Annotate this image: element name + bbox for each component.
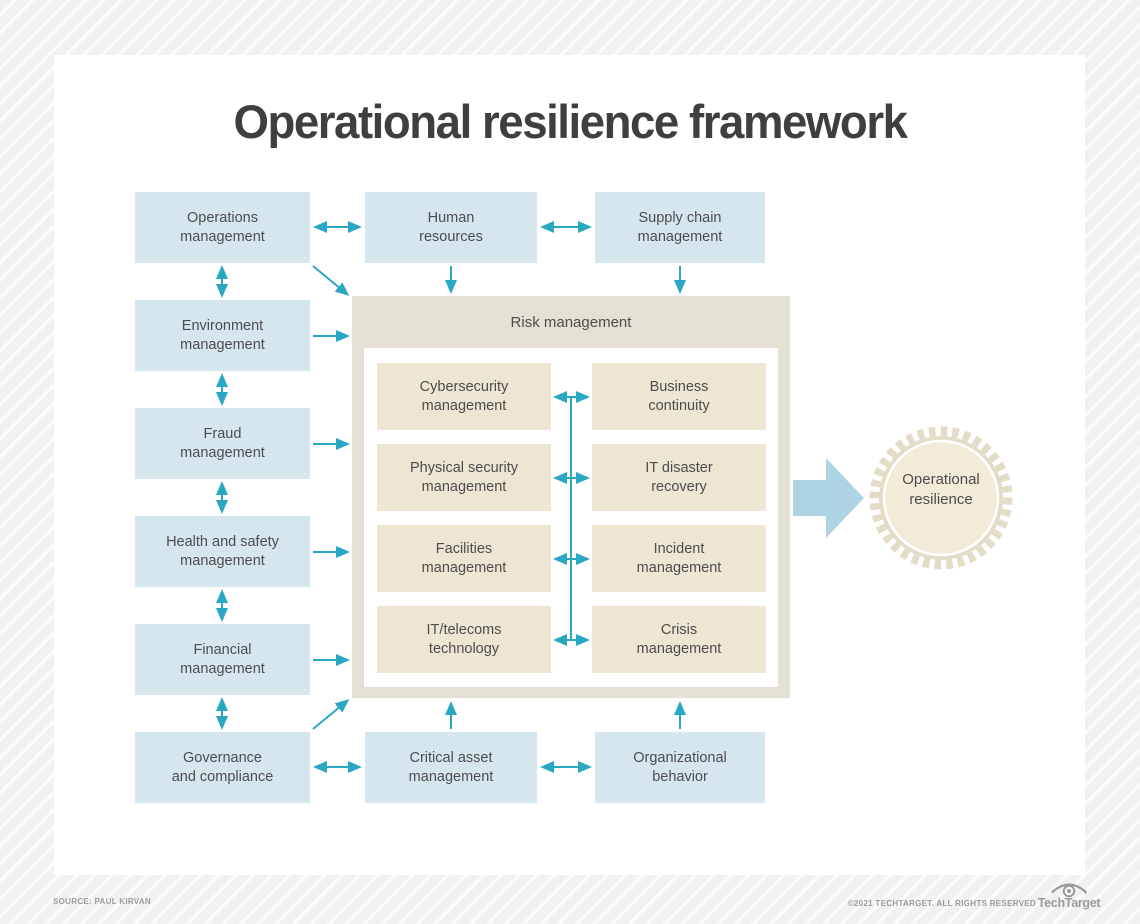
box-business-continuity: Business continuity bbox=[592, 363, 766, 430]
techtarget-eye-icon bbox=[1051, 883, 1087, 898]
box-organizational-behavior: Organizational behavior bbox=[595, 732, 765, 803]
box-operations-management: Operations management bbox=[135, 192, 310, 263]
page-title: Operational resilience framework bbox=[233, 95, 907, 148]
box-it-telecoms-technology: IT/telecoms technology bbox=[377, 606, 551, 673]
operational-resilience-label: Operational resilience bbox=[902, 471, 980, 508]
box-fraud-management: Fraud management bbox=[135, 408, 310, 479]
copyright-text: ©2021 TECHTARGET. ALL RIGHTS RESERVED bbox=[847, 899, 1036, 908]
box-human-resources: Human resources bbox=[365, 192, 537, 263]
box-incident-management: Incident management bbox=[592, 525, 766, 592]
techtarget-logo-text: TechTarget bbox=[1037, 896, 1101, 910]
box-health-safety-management: Health and safety management bbox=[135, 516, 310, 587]
box-crisis-management: Crisis management bbox=[592, 606, 766, 673]
box-cybersecurity-management: Cybersecurity management bbox=[377, 363, 551, 430]
box-it-disaster-recovery: IT disaster recovery bbox=[592, 444, 766, 511]
box-governance-compliance: Governance and compliance bbox=[135, 732, 310, 803]
techtarget-logo: TechTarget bbox=[1038, 881, 1101, 910]
box-facilities-management: Facilities management bbox=[377, 525, 551, 592]
box-supply-chain-management: Supply chain management bbox=[595, 192, 765, 263]
source-credit: SOURCE: PAUL KIRVAN bbox=[53, 897, 152, 906]
box-physical-security-management: Physical security management bbox=[377, 444, 551, 511]
box-environment-management: Environment management bbox=[135, 300, 310, 371]
box-financial-management: Financial management bbox=[135, 624, 310, 695]
box-critical-asset-management: Critical asset management bbox=[365, 732, 537, 803]
risk-management-title: Risk management bbox=[510, 313, 632, 331]
